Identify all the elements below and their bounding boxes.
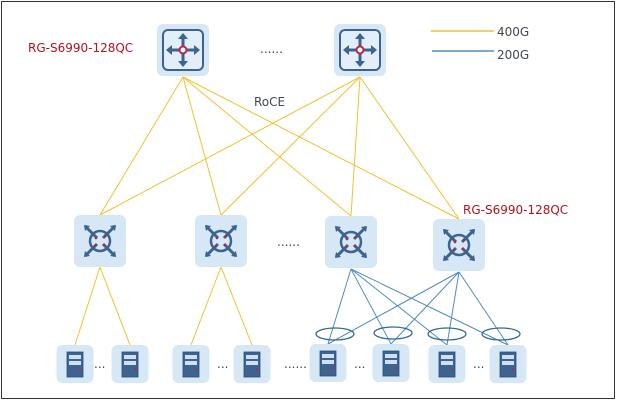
diagram-border bbox=[1, 1, 615, 399]
node-background bbox=[433, 219, 485, 271]
server-node[interactable] bbox=[172, 345, 210, 383]
bond-ring bbox=[427, 327, 467, 341]
server-node[interactable] bbox=[56, 345, 94, 383]
server-icon bbox=[382, 350, 400, 377]
link-200g bbox=[390, 271, 460, 345]
link-400g bbox=[99, 76, 361, 216]
legend-label-200g: 200G bbox=[497, 48, 529, 62]
server-icon bbox=[319, 350, 337, 377]
link-400g bbox=[182, 76, 352, 217]
spine-model-label: RG-S6990-128QC bbox=[28, 41, 133, 55]
bond-ring bbox=[373, 326, 413, 340]
switch-icon bbox=[83, 224, 117, 258]
router-icon bbox=[162, 29, 204, 71]
links-layer bbox=[74, 76, 521, 346]
leaf-switch[interactable] bbox=[195, 215, 247, 267]
legend-label-400g: 400G bbox=[497, 25, 529, 39]
switch-icon bbox=[334, 225, 368, 259]
link-200g bbox=[350, 268, 509, 346]
server-icon bbox=[66, 351, 84, 378]
link-400g bbox=[220, 76, 361, 216]
protocol-label: RoCE bbox=[254, 95, 285, 109]
leaf-switch[interactable] bbox=[74, 215, 126, 267]
server-node[interactable] bbox=[111, 345, 149, 383]
server-node[interactable] bbox=[372, 344, 410, 382]
server-icon bbox=[499, 351, 517, 378]
legend bbox=[431, 30, 494, 52]
leaf-ellipsis: ...... bbox=[277, 235, 300, 249]
server-icon bbox=[438, 351, 456, 378]
link-200g bbox=[458, 271, 509, 346]
node-background bbox=[195, 215, 247, 267]
server-icon bbox=[121, 351, 139, 378]
link-400g bbox=[359, 76, 460, 220]
link-400g bbox=[182, 76, 222, 216]
server-node[interactable] bbox=[489, 345, 527, 383]
spine-switch[interactable] bbox=[157, 24, 209, 76]
bond-ring bbox=[315, 327, 355, 341]
link-400g bbox=[182, 76, 460, 220]
node-background bbox=[74, 215, 126, 267]
link-200g bbox=[350, 268, 448, 346]
server-ellipsis: ...... bbox=[284, 357, 307, 371]
server-icon bbox=[182, 351, 200, 378]
link-400g bbox=[220, 266, 253, 346]
link-400g bbox=[99, 76, 184, 216]
link-200g bbox=[327, 271, 460, 345]
bond-ring bbox=[481, 327, 521, 341]
link-400g bbox=[350, 76, 361, 217]
node-background bbox=[325, 216, 377, 268]
link-400g bbox=[74, 266, 101, 346]
server-node[interactable] bbox=[428, 345, 466, 383]
spine-switch[interactable] bbox=[334, 24, 386, 76]
link-400g bbox=[99, 266, 131, 346]
leaf-switch[interactable] bbox=[433, 219, 485, 271]
server-icon bbox=[243, 351, 261, 378]
server-ellipsis: ... bbox=[94, 357, 105, 371]
link-200g bbox=[327, 268, 352, 345]
switch-icon bbox=[204, 224, 238, 258]
leaf-switch[interactable] bbox=[325, 216, 377, 268]
link-200g bbox=[350, 268, 392, 345]
router-icon bbox=[339, 29, 381, 71]
server-ellipsis: ... bbox=[354, 357, 365, 371]
link-200g bbox=[446, 271, 460, 346]
server-ellipsis: ... bbox=[473, 357, 484, 371]
link-400g bbox=[190, 266, 222, 346]
spine-ellipsis: ...... bbox=[260, 42, 283, 56]
server-node[interactable] bbox=[233, 345, 271, 383]
server-ellipsis: ... bbox=[217, 357, 228, 371]
leaf-model-label: RG-S6990-128QC bbox=[463, 203, 568, 217]
switch-icon bbox=[442, 228, 476, 262]
server-node[interactable] bbox=[309, 344, 347, 382]
